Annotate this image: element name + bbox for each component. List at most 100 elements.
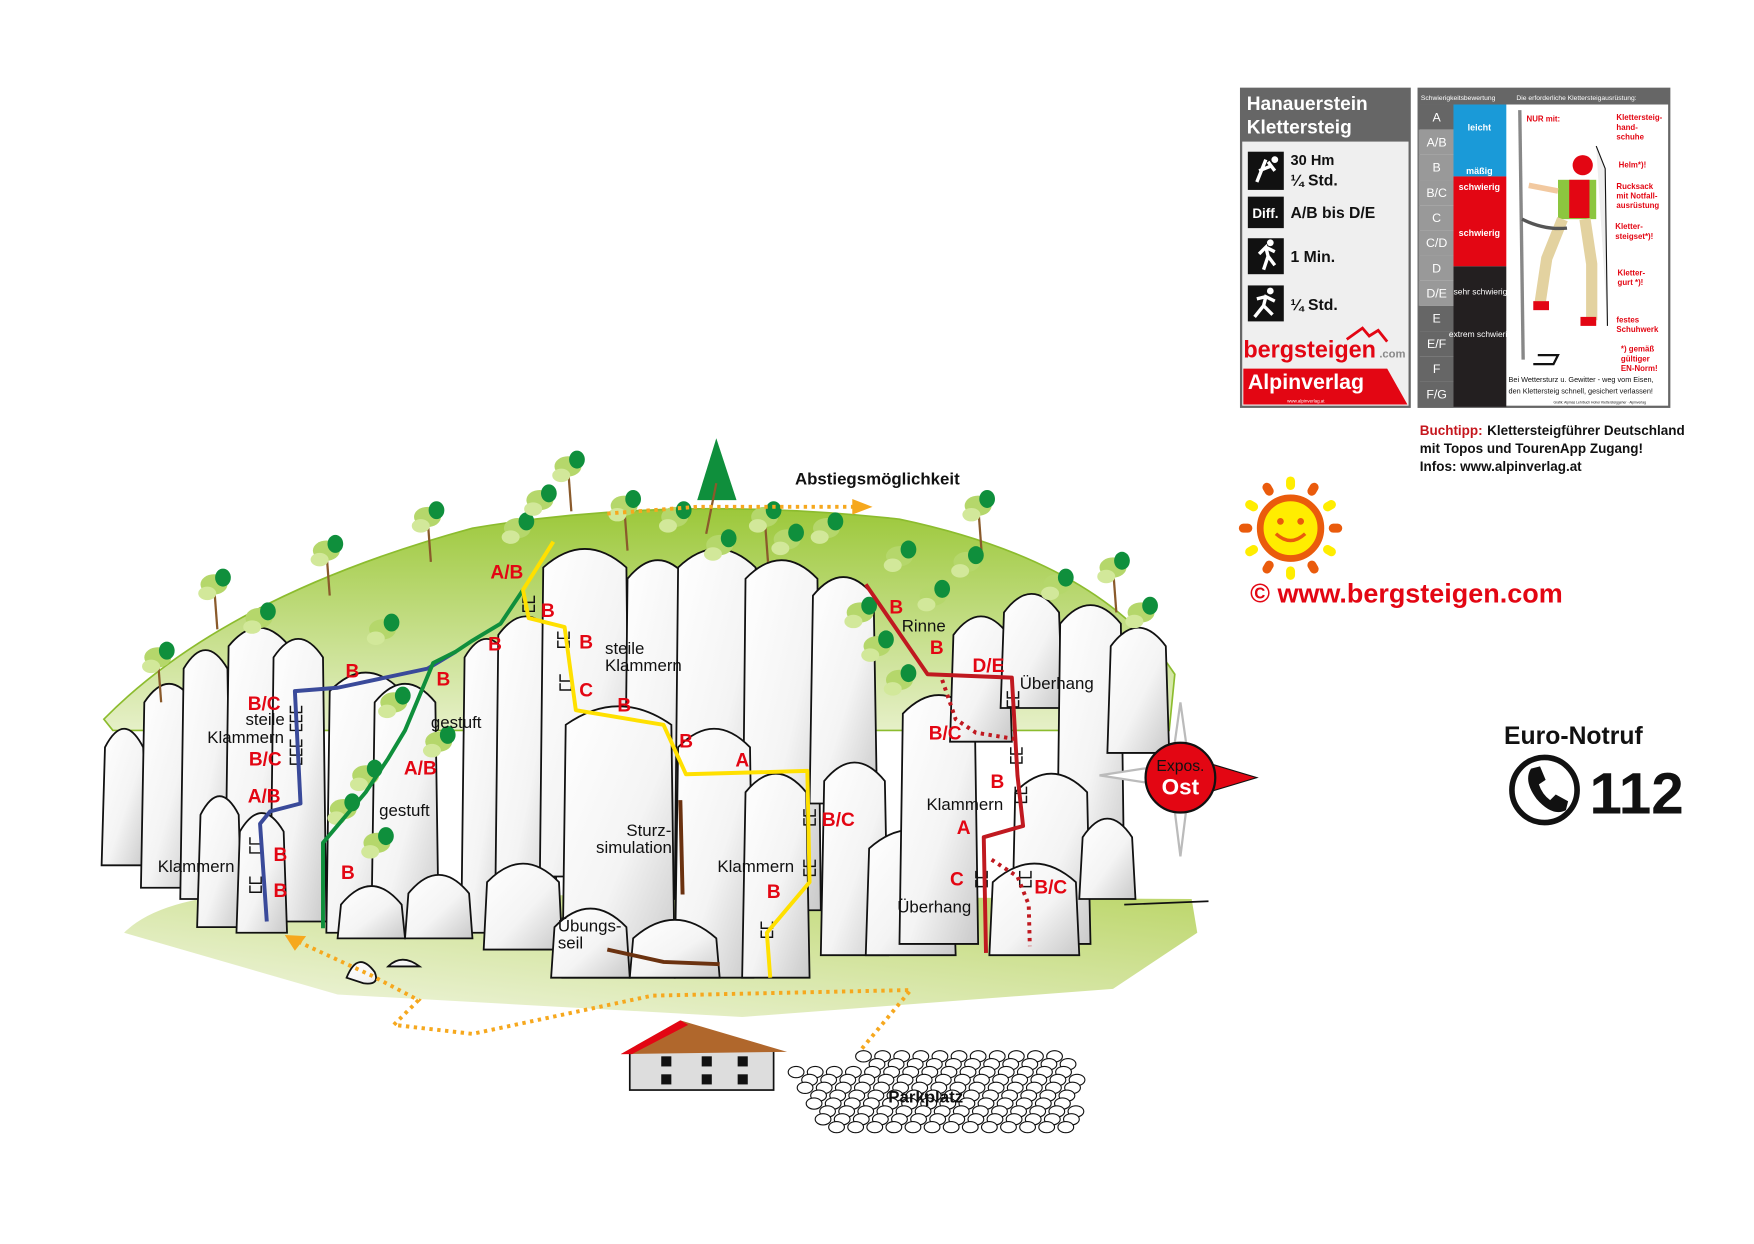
ladder-rung [289, 757, 303, 765]
route-yellow[interactable] [521, 540, 812, 978]
equipment-label: Rucksack [1616, 182, 1653, 191]
tree-icon [771, 523, 804, 556]
grade-label: B [990, 772, 1004, 793]
label-klammern: Klammern [207, 728, 284, 747]
sun-ray [1307, 560, 1319, 574]
tree-icon [378, 686, 411, 719]
equipment-label: ausrüstung [1616, 201, 1659, 210]
gravel-stone [961, 1120, 979, 1134]
equipment-label: Helm*)! [1619, 160, 1647, 169]
grade-label: B/C [1034, 877, 1067, 898]
compass: Expos. Ost [1099, 702, 1259, 857]
scale-grade-cell [1418, 255, 1454, 281]
gravel-stone [980, 1120, 998, 1134]
route-red[interactable] [864, 583, 1026, 953]
trees [142, 438, 1158, 859]
route-blue[interactable] [258, 650, 457, 922]
warning-line: Bei Wettersturz u. Gewitter - weg vom Ei… [1509, 375, 1654, 384]
label-gestuft: gestuft [379, 801, 430, 820]
tree-icon [366, 613, 400, 646]
grade-label: B/C [929, 723, 962, 744]
tree-icon [524, 484, 557, 516]
grade-label: A/B [490, 563, 523, 584]
scale-grade-cell [1418, 180, 1454, 206]
sun-ray [1286, 476, 1296, 490]
sun-ray [1328, 523, 1343, 533]
sun-logo-icon [1238, 476, 1343, 580]
ladder-rung [1018, 879, 1032, 888]
topo-labels: steile Klammern steile Klammern gestuft … [158, 617, 1094, 953]
copyright-link[interactable]: © www.bergsteigen.com [1250, 578, 1563, 608]
climber-equipment-illustration [1518, 110, 1609, 366]
compass-expos: Expos. [1156, 758, 1204, 775]
route-green[interactable] [321, 588, 525, 929]
tree-icon [917, 579, 951, 612]
book-tip[interactable]: Buchtipp:Klettersteigführer Deutschland [1420, 423, 1685, 438]
grade-label: B [679, 731, 693, 752]
equipment-label: hand- [1616, 123, 1638, 132]
phone-icon [1509, 754, 1580, 826]
gravel-stone [805, 1097, 823, 1110]
gravel-stone [828, 1120, 845, 1134]
tree-icon [361, 827, 394, 859]
equipment-label: Kletter- [1615, 222, 1643, 231]
rock-pillar [370, 682, 440, 934]
publisher-logo: Alpinverlag [1248, 370, 1364, 394]
route-red-variant-lower[interactable] [990, 858, 1032, 947]
tree-icon [552, 450, 585, 512]
ground-edge [1124, 900, 1209, 906]
info-title: Hanauerstein [1247, 94, 1368, 115]
rock-pillar [196, 795, 244, 928]
gravel-stone [814, 1113, 832, 1126]
equipment-label: festes [1616, 316, 1639, 325]
approach-hiker-icon [1247, 238, 1284, 275]
difficulty-icon [1247, 196, 1284, 229]
ladder-rung [557, 631, 570, 640]
ladder-rung [249, 876, 262, 885]
scale-grade: B [1433, 161, 1441, 175]
scale-grade-cell [1418, 381, 1454, 407]
gravel-stone [847, 1120, 865, 1134]
rock-pillar [550, 907, 631, 979]
approach-path[interactable] [297, 939, 915, 1052]
grade-label: D/E [973, 656, 1005, 677]
grade-label: B [889, 598, 903, 619]
grade-label: B [488, 635, 502, 656]
descent-label: Abstiegsmöglichkeit [795, 469, 960, 488]
gravel-stone [923, 1120, 941, 1134]
label-klammern: Klammern [717, 857, 794, 876]
info-descent: ¼ Std. [1291, 297, 1338, 314]
tree-icon [198, 568, 231, 630]
diff-badge: Diff. [1252, 206, 1278, 221]
book-tip-link[interactable]: Infos: www.alpinverlag.at [1420, 459, 1582, 474]
equipment-label: *) gemäß [1621, 345, 1654, 354]
boulder [345, 958, 423, 985]
compass-ost: Ost [1162, 774, 1200, 799]
grade-label: B [436, 669, 450, 690]
scale-grade: B/C [1426, 186, 1447, 200]
emergency-title: Euro-Notruf [1504, 723, 1643, 750]
label-klammern: Klammern [926, 795, 1003, 814]
scale-grade-cell [1418, 205, 1454, 231]
tree-icon [1041, 568, 1074, 601]
info-difficulty: A/B bis D/E [1291, 205, 1376, 222]
rock-pillar [482, 862, 564, 951]
grade-label: B [930, 638, 944, 659]
sun-ray [1245, 500, 1259, 512]
gravel-stone [1038, 1120, 1056, 1134]
emergency-number[interactable]: 112 [1589, 762, 1683, 827]
gravel-stone [1057, 1120, 1075, 1134]
scale-grade: E [1433, 312, 1441, 326]
label-ueberhang: Überhang [897, 897, 971, 916]
band-label: schwierig [1459, 228, 1500, 238]
route-red-variant-upper[interactable] [940, 679, 1018, 742]
scale-grade-cell [1418, 154, 1454, 181]
label-sturz: Sturz- [626, 821, 671, 840]
ladder-rung [975, 870, 988, 879]
scale-grade: F/G [1426, 387, 1447, 401]
label-rinne: Rinne [902, 617, 946, 636]
grade-label: B [341, 863, 355, 884]
ladder-rung [1018, 870, 1032, 879]
sun-ray [1323, 545, 1336, 557]
gravel-stone [942, 1120, 960, 1134]
